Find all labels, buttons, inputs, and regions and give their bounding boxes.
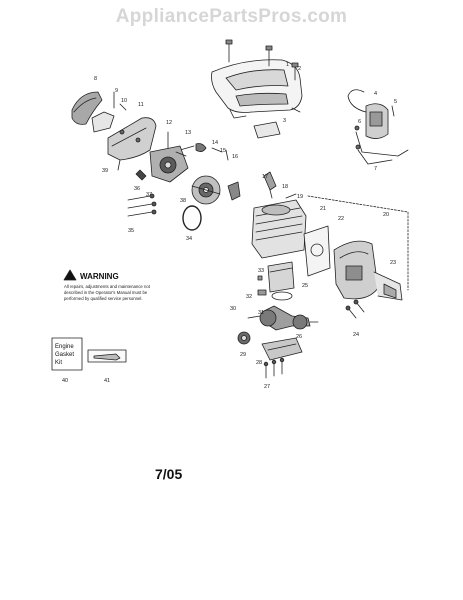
- callout-37: 37: [146, 192, 152, 198]
- cylinder: [251, 193, 307, 259]
- chain-brake-handle: [71, 91, 127, 133]
- kit-line-3: Kit: [55, 360, 62, 366]
- top-cover: [211, 59, 303, 119]
- warning-block: WARNING All repairs, adjustments and mai…: [64, 272, 151, 301]
- clip: [135, 169, 147, 181]
- warning-line-1: All repairs, adjustments and maintenance…: [64, 284, 151, 289]
- kit-line-1: Engine: [55, 344, 74, 350]
- callout-7: 7: [374, 166, 377, 172]
- warning-line-3: performed by qualified service personnel…: [64, 296, 143, 301]
- crankcase: [261, 337, 303, 361]
- callout-30: 30: [230, 306, 236, 312]
- callout-4: 4: [374, 91, 377, 97]
- callout-12: 12: [166, 120, 172, 126]
- callout-14: 14: [212, 140, 218, 146]
- callout-17: 17: [262, 174, 268, 180]
- gasket-kit-label: Engine Gasket Kit: [55, 344, 74, 366]
- callout-labels: 1 2 3 4 5 6 7 8 9 10 11 12 13 14 15 16 1…: [62, 62, 397, 390]
- callout-29: 29: [240, 352, 246, 358]
- warning-line-2: described in the Operator's Manual must …: [64, 290, 148, 295]
- tool-41: [87, 349, 127, 363]
- callout-21: 21: [320, 206, 326, 212]
- callout-24: 24: [353, 332, 359, 338]
- callout-41: 41: [104, 378, 110, 384]
- callout-22: 22: [338, 216, 344, 222]
- callout-10: 10: [121, 98, 127, 104]
- callout-9: 9: [115, 88, 118, 94]
- warning-icon: [63, 269, 77, 281]
- callout-bracket: [307, 195, 409, 291]
- callout-19: 19: [297, 194, 303, 200]
- retaining-ring: [182, 205, 202, 231]
- kit-line-2: Gasket: [55, 352, 74, 358]
- mounting-bolts: [127, 193, 157, 217]
- starter-pulley: [191, 175, 221, 205]
- callout-8: 8: [94, 76, 97, 82]
- muffler-bolts: [345, 299, 365, 319]
- callout-15: 15: [220, 148, 226, 154]
- warning-title: WARNING: [80, 272, 119, 281]
- callout-1: 1: [286, 62, 289, 68]
- carburetor-linkage: [167, 131, 229, 161]
- callout-3: 3: [283, 118, 286, 124]
- callout-18: 18: [282, 184, 288, 190]
- piston: [257, 261, 295, 301]
- callout-27: 27: [264, 384, 270, 390]
- callout-34: 34: [186, 236, 192, 242]
- callout-13: 13: [185, 130, 191, 136]
- callout-28: 28: [256, 360, 262, 366]
- side-cover: [107, 117, 157, 171]
- callout-31: 31: [258, 310, 264, 316]
- spark-plug: [263, 171, 277, 199]
- top-screws: [225, 39, 299, 81]
- bearing: [237, 331, 251, 345]
- callout-23: 23: [390, 260, 396, 266]
- handle-clip: [227, 181, 241, 201]
- flywheel-assembly: [149, 145, 189, 183]
- callout-16: 16: [232, 154, 238, 160]
- callout-35: 35: [128, 228, 134, 234]
- watermark: AppliancePartsPros.com: [115, 6, 348, 27]
- gasket-kit-box: [51, 337, 83, 371]
- callout-5: 5: [394, 99, 397, 105]
- exhaust-gasket: [303, 225, 331, 277]
- ignition-module: [347, 89, 409, 165]
- callout-25: 25: [302, 283, 308, 289]
- callout-26: 26: [296, 334, 302, 340]
- callout-40: 40: [62, 378, 68, 384]
- callout-39: 39: [102, 168, 108, 174]
- callout-32: 32: [246, 294, 252, 300]
- callout-6: 6: [358, 119, 361, 125]
- muffler: [333, 240, 403, 301]
- callout-11: 11: [138, 102, 144, 108]
- revision-date: 7/05: [155, 466, 183, 482]
- callout-38: 38: [180, 198, 186, 204]
- callout-33: 33: [258, 268, 264, 274]
- callout-36: 36: [134, 186, 140, 192]
- crankcase-screws: [263, 357, 285, 379]
- callout-20: 20: [383, 212, 389, 218]
- callout-2: 2: [298, 66, 301, 72]
- filter-pad: [253, 121, 281, 139]
- crankshaft: [247, 305, 319, 331]
